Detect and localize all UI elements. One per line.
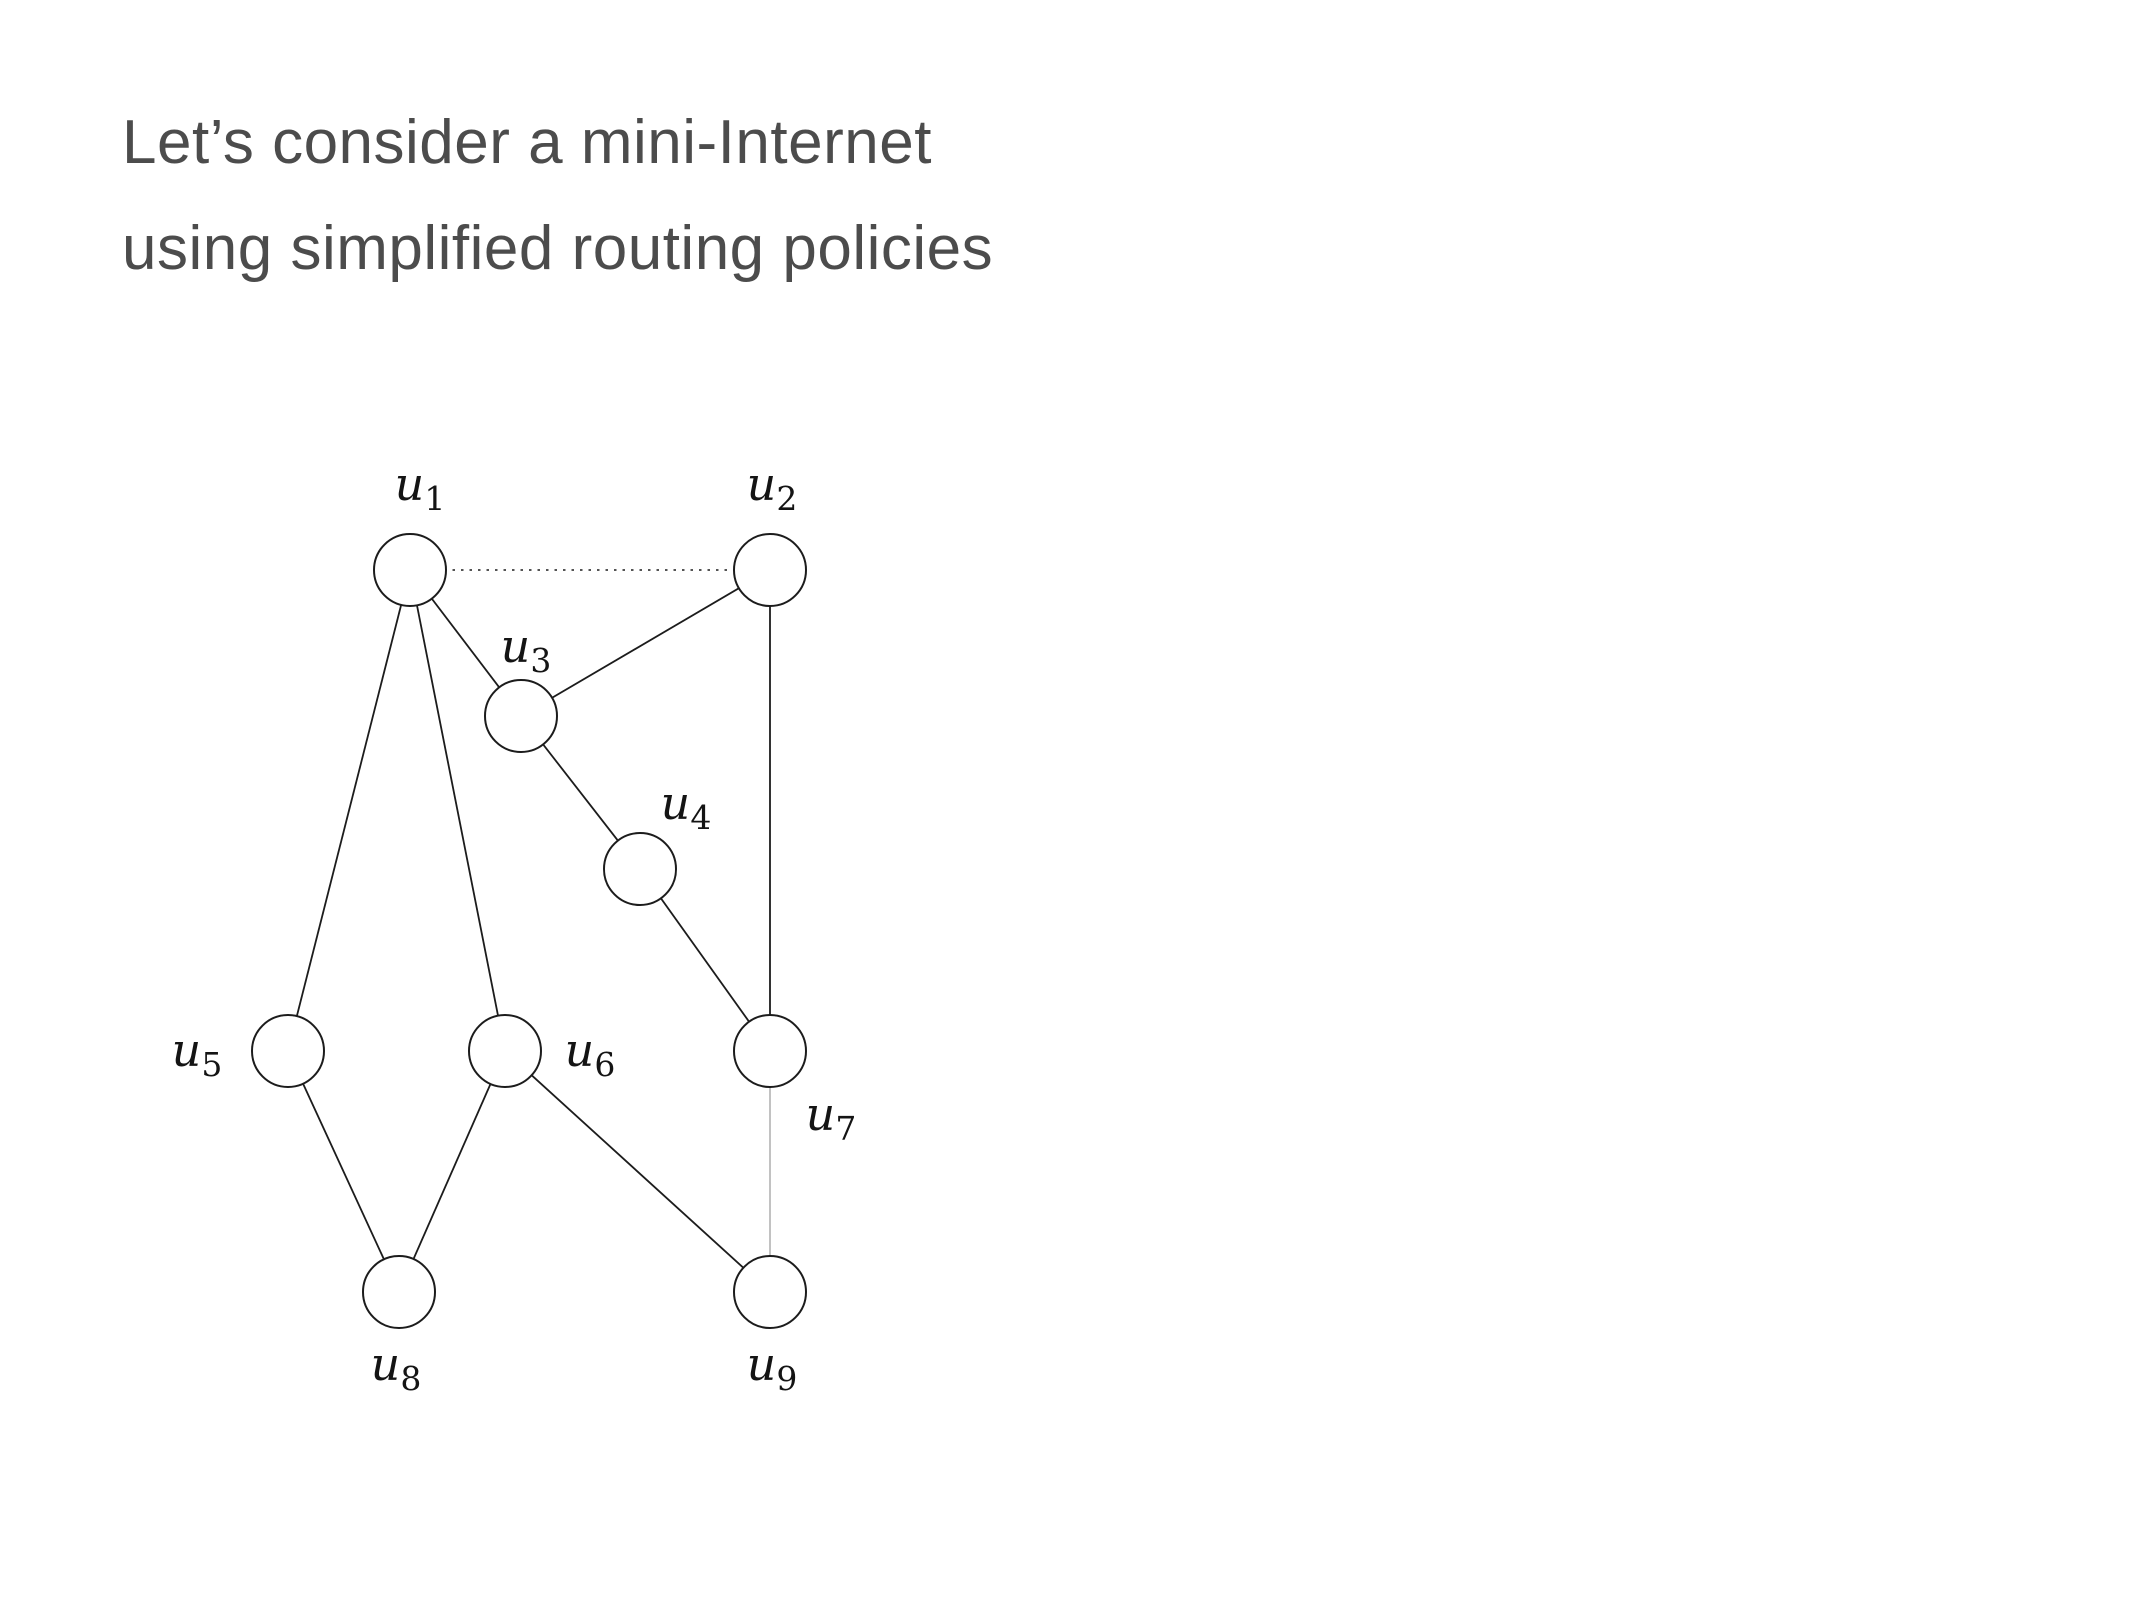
graph-node-u6 (468, 1014, 542, 1088)
graph-node-u4 (603, 832, 677, 906)
graph-node-u5 (251, 1014, 325, 1088)
node-label-u5: u5 (172, 1023, 223, 1084)
graph-node-u1 (373, 533, 447, 607)
node-label-u4: u4 (661, 776, 712, 837)
graph-node-u9 (733, 1255, 807, 1329)
graph-edge-u2-u3 (520, 569, 771, 717)
graph-edge-u1-u5 (287, 569, 411, 1052)
graph-node-u8 (362, 1255, 436, 1329)
graph-edge-u6-u8 (398, 1050, 506, 1293)
graph-edge-u4-u7 (639, 868, 771, 1052)
node-label-u3: u3 (501, 619, 552, 680)
node-label-u2: u2 (747, 457, 798, 518)
graph-node-u3 (484, 679, 558, 753)
title-line-2: using simplified routing policies (122, 214, 994, 283)
graph-node-u2 (733, 533, 807, 607)
title-line-1: Let’s consider a mini-Internet (122, 108, 932, 177)
node-label-u1: u1 (395, 457, 446, 518)
page-title: Let’s consider a mini-Internet using sim… (122, 90, 993, 302)
node-label-u8: u8 (371, 1337, 422, 1398)
node-label-u9: u9 (747, 1337, 798, 1398)
graph-node-u7 (733, 1014, 807, 1088)
graph-edge-u1-u6 (409, 569, 506, 1052)
graph-edge-u5-u8 (287, 1050, 400, 1293)
graph-edge-u6-u9 (504, 1050, 771, 1293)
node-label-u7: u7 (806, 1087, 857, 1148)
node-label-u6: u6 (565, 1023, 616, 1084)
